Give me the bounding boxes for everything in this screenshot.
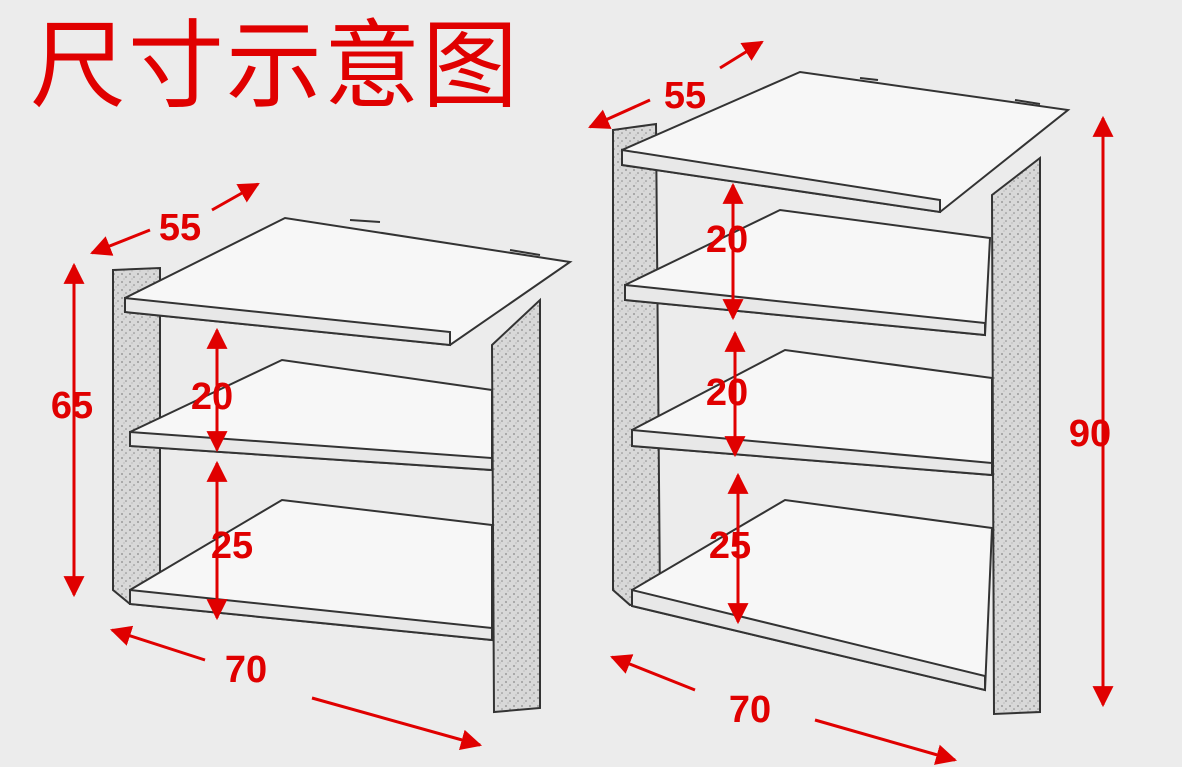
large-gap-2-label: 20 [705, 372, 749, 414]
small-shelf-arrows [63, 182, 483, 751]
small-width-arrow-right [311, 696, 483, 751]
large-shelf-drawing [612, 70, 1071, 716]
large-gap-3-label: 25 [708, 525, 752, 567]
large-width-label: 70 [728, 689, 772, 731]
diagram-title: 尺寸示意图 [30, 10, 520, 122]
large-shelf-bottom [631, 498, 994, 692]
large-front-post [990, 155, 1041, 716]
large-depth-arrow-right [719, 40, 764, 70]
small-gap-top-label: 20 [190, 376, 234, 418]
small-front-post [490, 297, 541, 714]
large-depth-arrow-left [588, 98, 651, 129]
small-width-label: 70 [224, 649, 268, 691]
small-shelf-drawing [112, 216, 573, 714]
large-width-arrow-right [814, 718, 958, 765]
large-gap-1-label: 20 [705, 219, 749, 261]
large-shelf-arrows [588, 40, 1114, 765]
large-height-label: 90 [1068, 413, 1112, 455]
small-depth-arrow-left [90, 228, 151, 256]
large-width-arrow-left [610, 654, 696, 692]
small-gap-bottom-label: 25 [210, 525, 254, 567]
large-back-post [612, 122, 662, 607]
large-depth-label: 55 [663, 75, 707, 117]
small-depth-arrow-right [211, 182, 260, 212]
small-depth-label: 55 [158, 207, 202, 249]
small-width-arrow-left [110, 625, 206, 662]
small-height-label: 65 [50, 385, 94, 427]
